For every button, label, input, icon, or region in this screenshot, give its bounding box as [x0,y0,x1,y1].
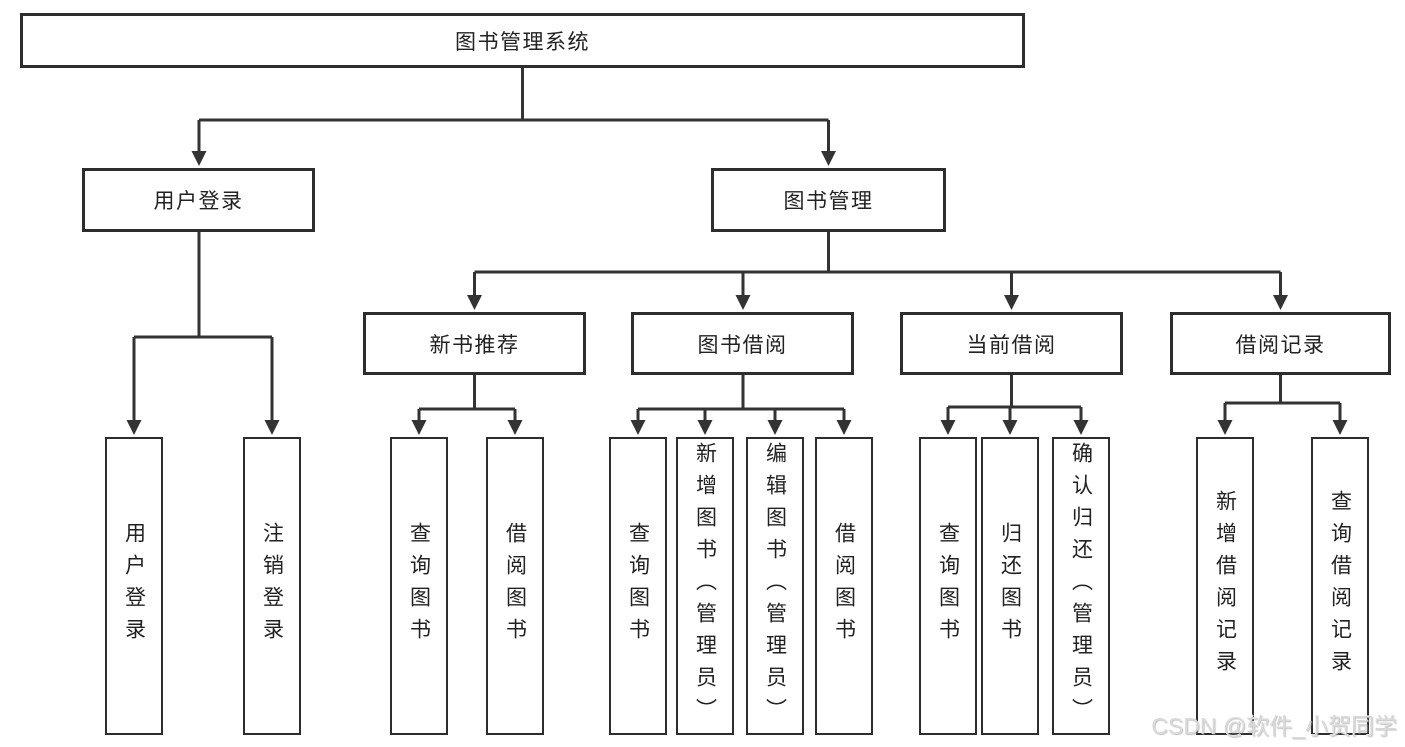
edge-current-trunk [948,375,1081,409]
node-current-label: 当前借阅 [966,333,1057,357]
edge-root-trunk [199,68,829,122]
node-leaf-bb-borrow-label: 借阅图书 [832,522,856,650]
node-leaf-nb-query: 查询图书 [390,437,448,735]
node-leaf-nb-borrow: 借阅图书 [486,437,544,735]
node-root-label: 图书管理系统 [455,30,590,54]
node-book-mgmt-label: 图书管理 [783,190,874,213]
edge-borrow-trunk [638,375,844,411]
node-user-login: 用户登录 [82,168,315,232]
node-leaf-cb-confirm-label: 确认归还（管理员） [1069,442,1093,730]
edge-record-trunk [1225,375,1340,405]
node-leaf-bb-query-label: 查询图书 [626,522,650,650]
node-leaf-br-add-label: 新增借阅记录 [1213,490,1237,682]
node-current: 当前借阅 [900,312,1123,375]
node-borrow: 图书借阅 [631,312,854,375]
node-leaf-logout: 注销登录 [243,437,301,735]
node-new-book-label: 新书推荐 [429,333,520,357]
node-record: 借阅记录 [1170,312,1391,375]
node-book-mgmt: 图书管理 [711,168,946,232]
node-leaf-logout-label: 注销登录 [260,522,284,650]
node-new-book: 新书推荐 [363,312,586,375]
node-leaf-cb-return: 归还图书 [981,437,1039,735]
node-leaf-br-add: 新增借阅记录 [1196,437,1254,735]
node-leaf-br-query-label: 查询借阅记录 [1328,490,1352,682]
node-leaf-cb-return-label: 归还图书 [998,522,1022,650]
node-leaf-user-login-label: 用户登录 [122,522,146,650]
node-user-login-label: 用户登录 [153,190,244,213]
node-leaf-nb-query-label: 查询图书 [407,522,431,650]
node-record-label: 借阅记录 [1235,333,1326,357]
node-leaf-bb-edit: 编辑图书（管理员） [746,437,804,735]
node-leaf-cb-confirm: 确认归还（管理员） [1052,437,1110,735]
node-leaf-bb-query: 查询图书 [609,437,667,735]
node-leaf-bb-add-label: 新增图书（管理员） [693,442,717,730]
node-leaf-bb-edit-label: 编辑图书（管理员） [763,442,787,730]
edge-book-mgmt-trunk [474,232,1281,274]
node-leaf-br-query: 查询借阅记录 [1311,437,1369,735]
node-borrow-label: 图书借阅 [697,333,788,357]
csdn-watermark: CSDN @软件_小贺同学 [1151,713,1397,739]
edge-new-book-trunk [419,375,515,411]
node-leaf-cb-query: 查询图书 [919,437,977,735]
node-leaf-bb-borrow: 借阅图书 [815,437,873,735]
node-leaf-nb-borrow-label: 借阅图书 [503,522,527,650]
node-leaf-cb-query-label: 查询图书 [936,522,960,650]
node-root: 图书管理系统 [20,13,1025,68]
node-leaf-bb-add: 新增图书（管理员） [676,437,734,735]
edge-user-login-trunk [134,232,272,339]
node-leaf-user-login: 用户登录 [105,437,163,735]
